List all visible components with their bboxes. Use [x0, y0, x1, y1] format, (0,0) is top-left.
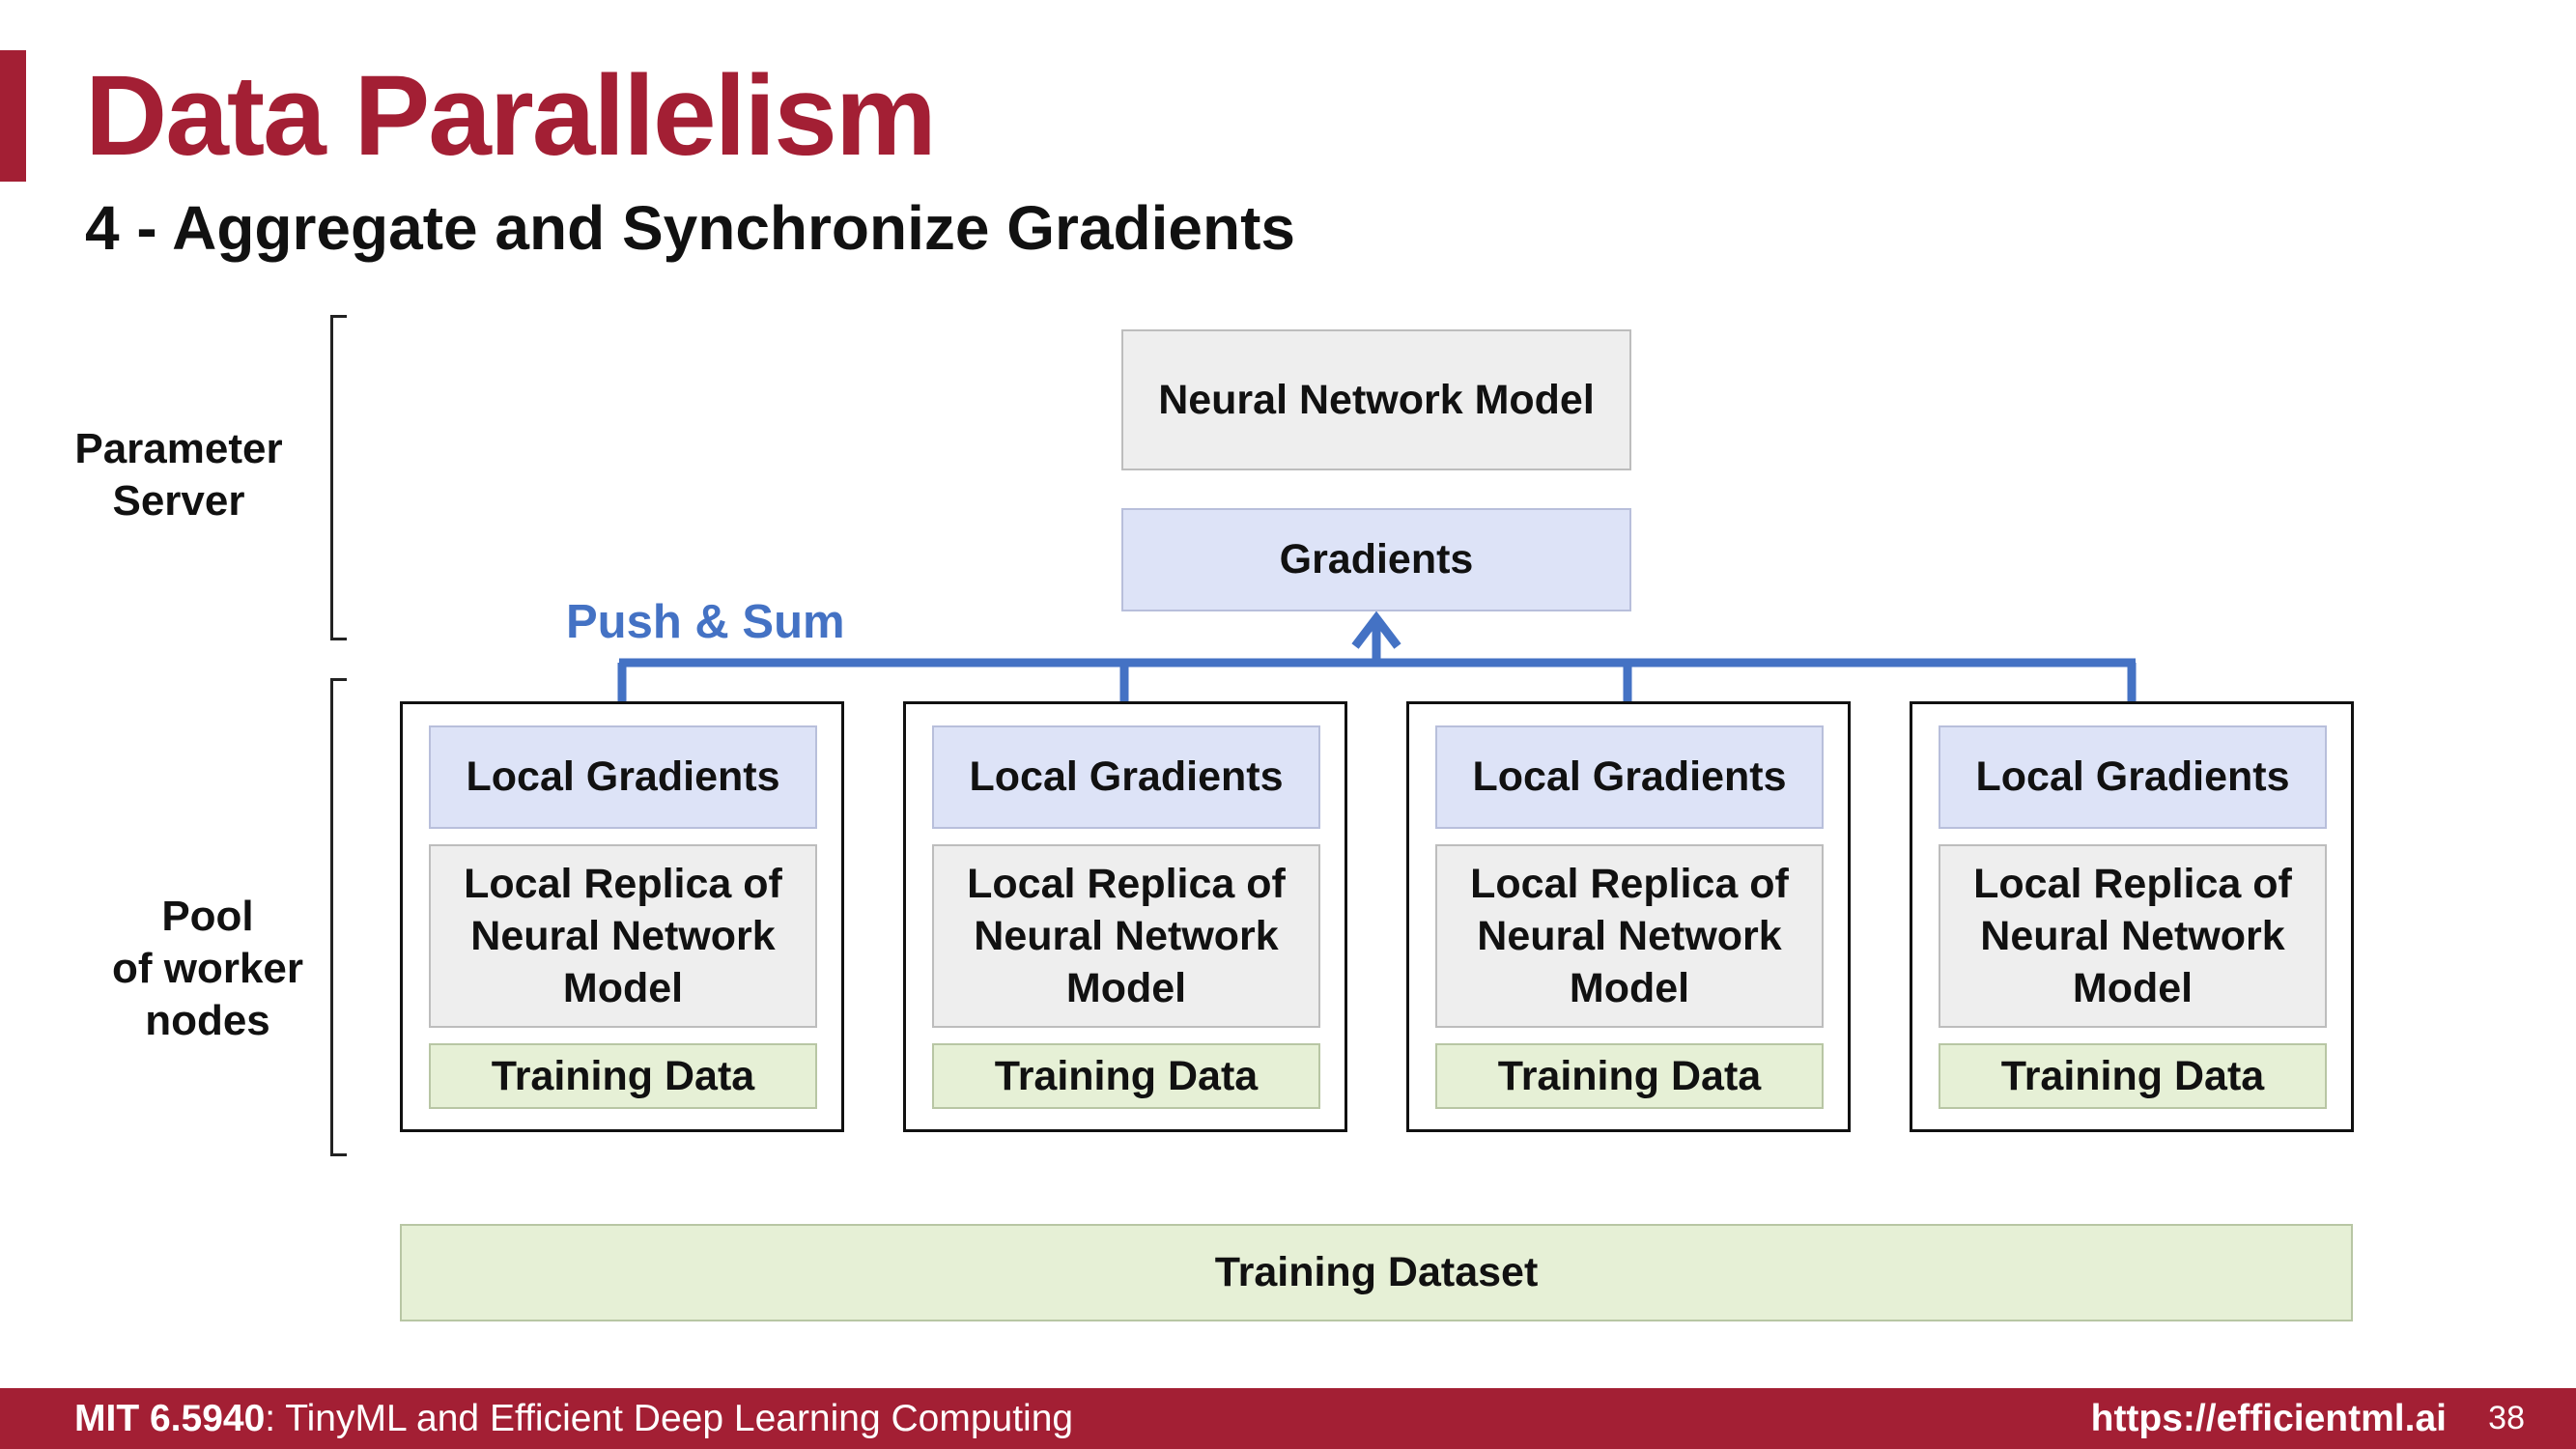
footer-course: MIT 6.5940: TinyML and Efficient Deep Le… [74, 1388, 1073, 1449]
neural-network-model-label: Neural Network Model [1158, 376, 1595, 423]
connector-arrowhead [1351, 611, 1401, 649]
push-sum-label: Push & Sum [566, 596, 845, 648]
training-data-box: Training Data [1435, 1043, 1824, 1109]
training-data-box: Training Data [1939, 1043, 2327, 1109]
pool-bracket [330, 678, 347, 1156]
local-replica-box: Local Replica of Neural Network Model [1435, 844, 1824, 1028]
local-replica-label: Local Replica of Neural Network Model [1470, 861, 1789, 1011]
local-replica-box: Local Replica of Neural Network Model [932, 844, 1320, 1028]
training-data-label: Training Data [491, 1052, 755, 1099]
local-gradients-label: Local Gradients [1975, 753, 2290, 800]
training-data-box: Training Data [429, 1043, 817, 1109]
footer-url-link[interactable]: https://efficientml.ai [2090, 1398, 2447, 1439]
footer-bar: MIT 6.5940: TinyML and Efficient Deep Le… [0, 1388, 2576, 1449]
pool-label-text: Pool of worker nodes [111, 893, 304, 1044]
local-gradients-label: Local Gradients [969, 753, 1284, 800]
local-replica-label: Local Replica of Neural Network Model [1973, 861, 2292, 1011]
training-data-label: Training Data [2000, 1052, 2265, 1099]
page-number: 38 [2488, 1400, 2525, 1436]
worker-node-1: Local Gradients Local Replica of Neural … [400, 701, 844, 1132]
title-accent-bar [0, 50, 26, 182]
training-dataset-box: Training Dataset [400, 1224, 2353, 1321]
local-replica-box: Local Replica of Neural Network Model [1939, 844, 2327, 1028]
local-replica-box: Local Replica of Neural Network Model [429, 844, 817, 1028]
parameter-server-label: Parameter Server [39, 423, 319, 527]
training-dataset-label: Training Dataset [1214, 1249, 1539, 1295]
gradients-label: Gradients [1279, 536, 1474, 582]
local-gradients-box: Local Gradients [429, 725, 817, 829]
neural-network-model-box: Neural Network Model [1121, 329, 1631, 470]
parameter-server-label-text: Parameter Server [74, 425, 283, 525]
training-data-box: Training Data [932, 1043, 1320, 1109]
training-data-label: Training Data [994, 1052, 1259, 1099]
gradients-box: Gradients [1121, 508, 1631, 611]
worker-node-2: Local Gradients Local Replica of Neural … [903, 701, 1347, 1132]
local-replica-label: Local Replica of Neural Network Model [464, 861, 782, 1011]
parameter-server-bracket [330, 315, 347, 640]
local-gradients-label: Local Gradients [1472, 753, 1787, 800]
local-replica-label: Local Replica of Neural Network Model [967, 861, 1286, 1011]
local-gradients-box: Local Gradients [932, 725, 1320, 829]
slide-title: Data Parallelism [85, 52, 937, 180]
local-gradients-box: Local Gradients [1939, 725, 2327, 829]
local-gradients-box: Local Gradients [1435, 725, 1824, 829]
worker-node-3: Local Gradients Local Replica of Neural … [1406, 701, 1851, 1132]
local-gradients-label: Local Gradients [466, 753, 780, 800]
slide-subtitle: 4 - Aggregate and Synchronize Gradients [85, 193, 1295, 263]
footer-course-code: MIT 6.5940 [74, 1398, 266, 1439]
training-data-label: Training Data [1497, 1052, 1762, 1099]
worker-node-4: Local Gradients Local Replica of Neural … [1910, 701, 2354, 1132]
footer-course-name: : TinyML and Efficient Deep Learning Com… [265, 1398, 1074, 1439]
pool-label: Pool of worker nodes [68, 891, 348, 1047]
